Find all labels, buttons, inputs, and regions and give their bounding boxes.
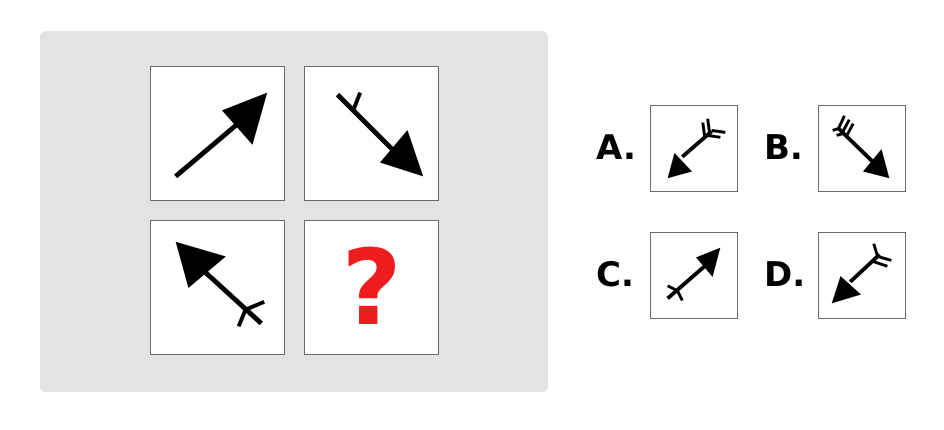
option-a[interactable]: [650, 105, 738, 192]
option-a-label: A.: [596, 128, 636, 168]
arrow-up-right-icon: [174, 92, 268, 179]
puzzle-panel: [40, 31, 548, 392]
grid-cell-top-left: [150, 66, 285, 201]
arrow-down-right-one-feather-icon: [335, 91, 424, 177]
grid-cell-bottom-left: [150, 220, 285, 355]
option-d[interactable]: [818, 232, 906, 319]
arrow-down-left-three-feathers-icon: [831, 243, 892, 304]
option-c-label: C.: [596, 255, 634, 295]
arrow-down-right-three-feathers-icon: [832, 115, 890, 179]
question-mark: ?: [341, 226, 402, 349]
option-b-label: B.: [764, 128, 803, 168]
grid-cell-bottom-right: ?: [304, 220, 439, 355]
grid-cell-top-right: [304, 66, 439, 201]
option-b[interactable]: [818, 105, 906, 192]
arrow-down-left-three-feathers-icon: [667, 118, 726, 179]
option-c[interactable]: [650, 232, 738, 319]
arrow-up-right-two-feathers-icon: [666, 247, 721, 302]
arrow-up-left-two-feathers-icon: [175, 241, 266, 328]
option-d-label: D.: [764, 255, 806, 295]
